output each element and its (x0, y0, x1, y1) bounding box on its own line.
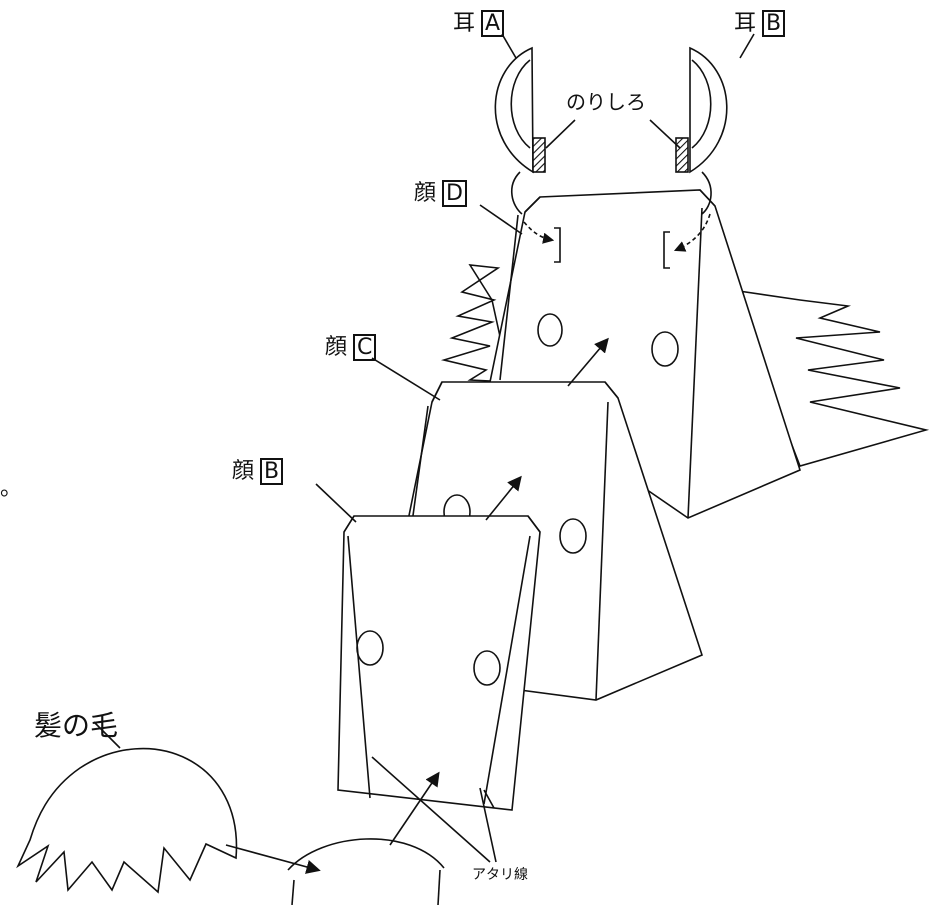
ear-b (675, 46, 728, 174)
ear-a-placement-arc (511, 171, 523, 215)
hair-target-head (287, 838, 445, 871)
face-d-eye-right (651, 331, 679, 367)
ear-a-letter: A (481, 10, 505, 38)
face-b-eye-left (356, 630, 384, 666)
mane-right (730, 289, 930, 467)
hair-label: 髪の毛 (34, 709, 119, 742)
guide-lines-label: アタリ線 (472, 867, 528, 883)
glue-margin-label: のりしろ (566, 90, 646, 114)
face-d-char: 顔 (414, 181, 437, 206)
face-d-eye-left (537, 313, 563, 347)
face-b-eye-right (473, 650, 501, 686)
ear-a (494, 46, 546, 174)
ear-b-letter: B (762, 10, 786, 38)
edge-fragment: 。 (0, 476, 23, 501)
hair-piece (16, 747, 238, 894)
face-b-char: 顔 (232, 459, 255, 484)
face-b-letter: B (260, 458, 284, 486)
mane-left (440, 264, 512, 383)
face-b-panel (337, 515, 541, 811)
ear-b-placement-arc (701, 171, 712, 215)
face-c-letter: C (353, 334, 377, 362)
face-c-eye-right (559, 518, 587, 554)
face-c-char: 顔 (325, 335, 348, 360)
ear-b-char: 耳 (734, 11, 757, 36)
ear-a-char: 耳 (453, 11, 476, 36)
face-d-letter: D (442, 180, 467, 208)
